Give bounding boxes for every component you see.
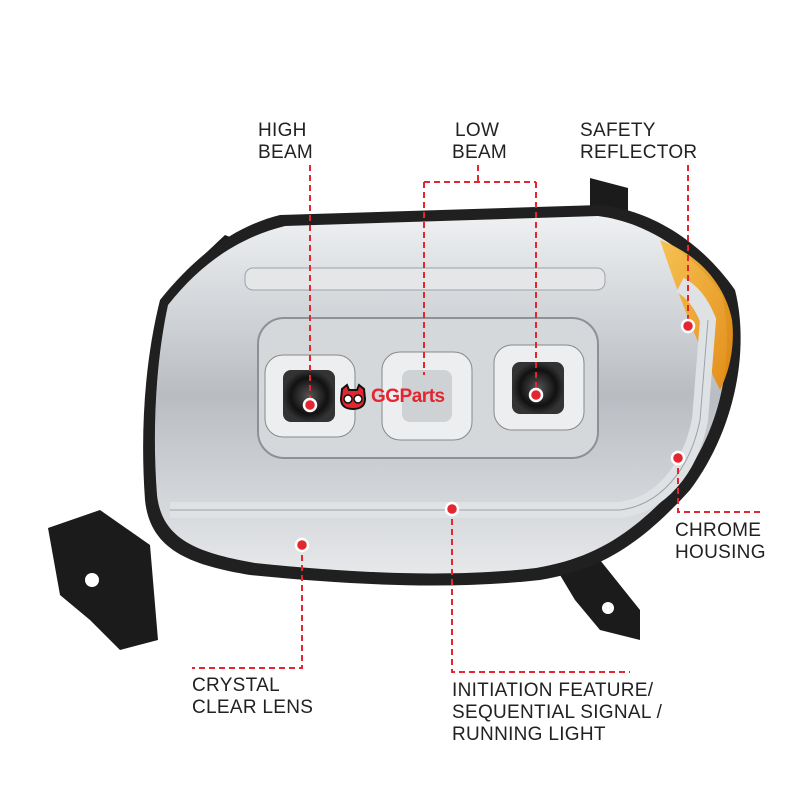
crystal-lens-callout-line	[192, 545, 303, 669]
label-line: LOW	[455, 120, 500, 141]
label-initiation-feature: INITIATION FEATURE/ SEQUENTIAL SIGNAL / …	[452, 680, 662, 746]
label-line: HOUSING	[675, 542, 766, 563]
label-line: CRYSTAL	[192, 675, 280, 696]
logo-text: GGParts	[371, 386, 445, 407]
low-beam-projector	[512, 362, 564, 414]
initiation-marker	[444, 501, 460, 517]
label-line: CHROME	[675, 520, 762, 541]
safety-reflector-marker	[680, 318, 696, 334]
initiation-callout-line	[451, 509, 630, 673]
label-crystal-clear-lens: CRYSTAL CLEAR LENS	[192, 675, 313, 719]
label-line: REFLECTOR	[580, 142, 698, 163]
label-line: CLEAR LENS	[192, 697, 314, 718]
low-beam-callout-line	[423, 165, 537, 395]
label-chrome-housing: CHROME HOUSING	[675, 520, 766, 564]
low-beam-marker	[528, 387, 544, 403]
label-line: RUNNING LIGHT	[452, 724, 606, 745]
safety-reflector	[660, 240, 733, 390]
crystal-lens-marker	[294, 537, 310, 553]
ggparts-logo: GGParts	[338, 383, 445, 411]
label-line: HIGH	[258, 120, 307, 141]
label-line: SAFETY	[580, 120, 656, 141]
label-low-beam: LOW BEAM	[452, 120, 507, 164]
mascot-icon	[339, 383, 367, 411]
chrome-housing-callout-line	[677, 458, 760, 513]
label-safety-reflector: SAFETY REFLECTOR	[580, 120, 697, 164]
label-line: BEAM	[258, 142, 314, 163]
high-beam-marker	[302, 397, 318, 413]
label-line: INITIATION FEATURE/	[452, 680, 654, 701]
label-line: BEAM	[452, 142, 508, 163]
chrome-housing-marker	[670, 450, 686, 466]
label-high-beam: HIGH BEAM	[258, 120, 313, 164]
label-line: SEQUENTIAL SIGNAL /	[452, 702, 663, 723]
